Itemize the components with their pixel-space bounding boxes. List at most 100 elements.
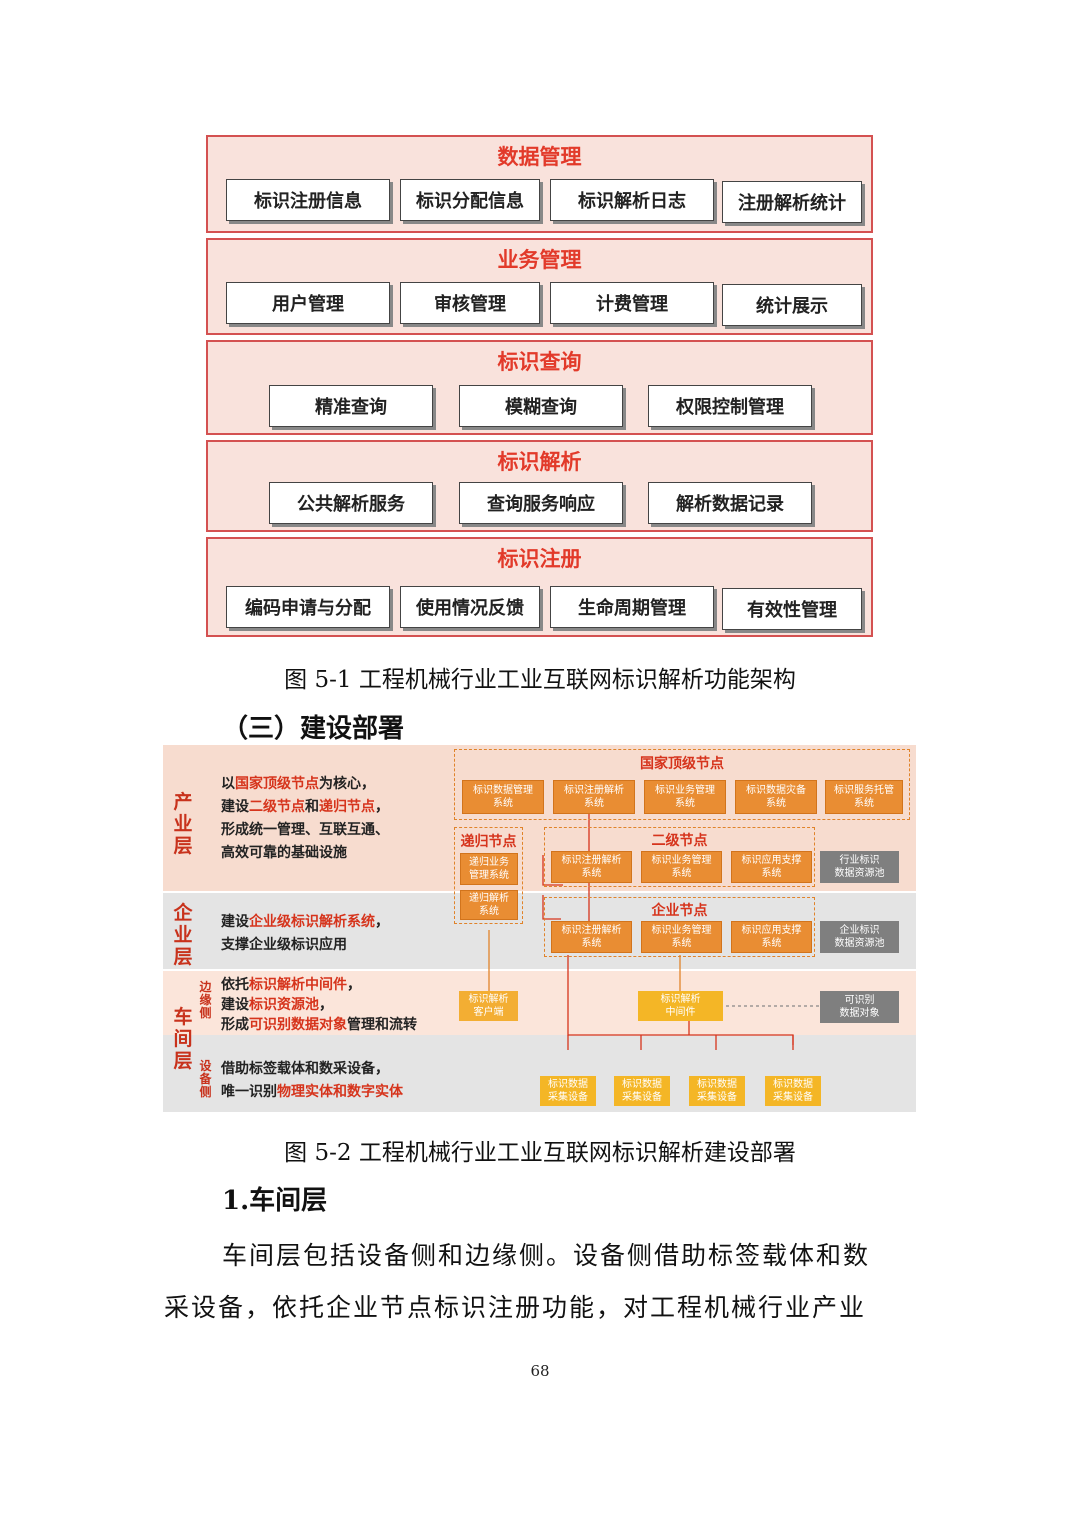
description-line: 高效可靠的基础设施 bbox=[221, 842, 389, 865]
function-box: 用户管理 bbox=[226, 282, 390, 324]
description-line: 以国家顶级节点为核心， bbox=[221, 773, 389, 796]
function-box: 使用情况反馈 bbox=[400, 586, 540, 628]
description-text: 支撑企业级标识应用 bbox=[221, 937, 347, 953]
description-text: 建设 bbox=[221, 914, 249, 930]
data-collection-device: 标识数据采集设备 bbox=[689, 1076, 745, 1106]
description-line: 形成统一管理、互联互通、 bbox=[221, 819, 389, 842]
band-title: 标识注册 bbox=[497, 547, 582, 571]
node-title: 国家顶级节点 bbox=[640, 756, 724, 772]
function-box: 标识解析日志 bbox=[550, 179, 714, 221]
band-title: 标识查询 bbox=[497, 350, 582, 374]
description-text: ， bbox=[347, 977, 361, 993]
node-title: 递归节点 bbox=[460, 834, 517, 850]
node-title: 企业节点 bbox=[651, 903, 708, 919]
page-number: 68 bbox=[530, 1362, 550, 1380]
function-box: 查询服务响应 bbox=[459, 482, 623, 524]
description-text: 依托 bbox=[221, 977, 249, 993]
edge-description: 依托标识解析中间件，建设标识资源池，形成可识别数据对象管理和流转 bbox=[221, 975, 417, 1035]
system-box: 标识应用支撑系统 bbox=[731, 921, 812, 953]
node-title: 二级节点 bbox=[651, 833, 708, 849]
highlight-text: 国家顶级节点 bbox=[235, 776, 319, 792]
system-box: 标识应用支撑系统 bbox=[731, 851, 812, 883]
resolution-client: 标识解析客户端 bbox=[459, 991, 518, 1021]
band-identifier-query: 标识查询 精准查询 模糊查询 权限控制管理 bbox=[206, 340, 873, 435]
description-text: ， bbox=[375, 799, 389, 815]
paragraph-line: 车间层包括设备侧和边缘侧。设备侧借助标签载体和数 bbox=[222, 1241, 871, 1270]
description-text: 管理和流转 bbox=[347, 1017, 417, 1033]
recursive-node: 递归节点 递归业务管理系统 递归解析系统 bbox=[454, 827, 523, 924]
layer-label-edge: 边缘侧 bbox=[199, 981, 212, 1020]
subsection-heading: 1.车间层 bbox=[222, 1186, 328, 1216]
deployment-figure: 产业层 企业层 车间层 边缘侧 设备侧 以国家顶级节点为核心，建设二级节点和递归… bbox=[163, 745, 916, 1112]
edge-zone bbox=[163, 969, 916, 1035]
description-text: 为核心， bbox=[319, 776, 375, 792]
label-text: 产业层 bbox=[173, 791, 193, 857]
label-text: 边缘侧 bbox=[199, 980, 212, 1020]
band-identifier-registration: 标识注册 编码申请与分配 使用情况反馈 生命周期管理 有效性管理 bbox=[206, 537, 873, 637]
description-line: 建设企业级标识解析系统， bbox=[221, 911, 389, 934]
band-title: 业务管理 bbox=[497, 248, 582, 272]
system-box: 标识注册解析系统 bbox=[553, 780, 635, 814]
description-text: 高效可靠的基础设施 bbox=[221, 845, 347, 861]
secondary-node: 二级节点 标识注册解析系统 标识业务管理系统 标识应用支撑系统 bbox=[544, 827, 815, 887]
figure-caption: 图 5-2 工程机械行业工业互联网标识解析建设部署 bbox=[284, 1140, 796, 1166]
industry-description: 以国家顶级节点为核心，建设二级节点和递归节点，形成统一管理、互联互通、高效可靠的… bbox=[221, 773, 389, 865]
function-box: 标识注册信息 bbox=[226, 179, 390, 221]
system-box: 标识注册解析系统 bbox=[551, 921, 632, 953]
layer-label-enterprise: 企业层 bbox=[172, 902, 194, 968]
function-box: 解析数据记录 bbox=[648, 482, 812, 524]
enterprise-description: 建设企业级标识解析系统， 支撑企业级标识应用 bbox=[221, 911, 389, 957]
system-box: 标识服务托管系统 bbox=[825, 780, 903, 814]
highlight-text: 递归节点 bbox=[319, 799, 375, 815]
national-top-node: 国家顶级节点 标识数据管理系统 标识注册解析系统 标识业务管理系统 标识数据灾备… bbox=[454, 749, 910, 820]
identifiable-data-object: 可识别数据对象 bbox=[820, 991, 899, 1023]
highlight-text: 物理实体和数字实体 bbox=[277, 1084, 403, 1100]
data-collection-device: 标识数据采集设备 bbox=[540, 1076, 596, 1106]
system-box: 标识业务管理系统 bbox=[641, 921, 722, 953]
industry-data-pool: 行业标识数据资源池 bbox=[820, 851, 899, 883]
description-text: 建设 bbox=[221, 997, 249, 1013]
highlight-text: 企业级标识解析系统 bbox=[249, 914, 375, 930]
function-box: 有效性管理 bbox=[722, 588, 862, 630]
layer-label-workshop: 车间层 bbox=[172, 1006, 194, 1072]
description-line: 建设二级节点和递归节点， bbox=[221, 796, 389, 819]
function-box: 模糊查询 bbox=[459, 385, 623, 427]
description-line: 建设标识资源池， bbox=[221, 995, 417, 1015]
highlight-text: 可识别数据对象 bbox=[249, 1017, 347, 1033]
function-box: 公共解析服务 bbox=[269, 482, 433, 524]
divider bbox=[163, 891, 916, 893]
description-text: 借助标签载体和数采设备， bbox=[221, 1061, 389, 1077]
function-box: 编码申请与分配 bbox=[226, 586, 390, 628]
description-text: 和 bbox=[305, 799, 319, 815]
description-text: ， bbox=[319, 997, 333, 1013]
band-data-management: 数据管理 标识注册信息 标识分配信息 标识解析日志 注册解析统计 bbox=[206, 135, 873, 233]
function-box: 计费管理 bbox=[550, 282, 714, 324]
system-box: 标识数据管理系统 bbox=[462, 780, 544, 814]
data-collection-device: 标识数据采集设备 bbox=[765, 1076, 821, 1106]
description-text: 形成 bbox=[221, 1017, 249, 1033]
label-text: 车间层 bbox=[173, 1006, 193, 1072]
enterprise-data-pool: 企业标识数据资源池 bbox=[820, 921, 899, 953]
band-business-management: 业务管理 用户管理 审核管理 计费管理 统计展示 bbox=[206, 238, 873, 335]
description-text: ， bbox=[375, 914, 389, 930]
description-line: 依托标识解析中间件， bbox=[221, 975, 417, 995]
function-architecture-figure: 数据管理 标识注册信息 标识分配信息 标识解析日志 注册解析统计 业务管理 用户… bbox=[206, 135, 873, 637]
divider bbox=[163, 969, 916, 971]
description-line: 唯一识别物理实体和数字实体 bbox=[221, 1081, 403, 1104]
function-box: 标识分配信息 bbox=[400, 179, 540, 221]
description-text: 唯一识别 bbox=[221, 1084, 277, 1100]
device-description: 借助标签载体和数采设备， 唯一识别物理实体和数字实体 bbox=[221, 1058, 403, 1104]
connector bbox=[542, 895, 561, 920]
layer-label-device: 设备侧 bbox=[199, 1060, 212, 1099]
highlight-text: 标识资源池 bbox=[249, 997, 319, 1013]
label-text: 企业层 bbox=[173, 902, 193, 968]
enterprise-node: 企业节点 标识注册解析系统 标识业务管理系统 标识应用支撑系统 bbox=[544, 897, 815, 957]
description-line: 借助标签载体和数采设备， bbox=[221, 1058, 403, 1081]
resolution-middleware: 标识解析中间件 bbox=[638, 991, 723, 1021]
band-title: 标识解析 bbox=[497, 450, 582, 474]
system-box: 标识业务管理系统 bbox=[644, 780, 726, 814]
system-box: 递归业务管理系统 bbox=[460, 853, 518, 885]
connector bbox=[542, 855, 563, 886]
system-box: 递归解析系统 bbox=[460, 890, 518, 920]
data-collection-device: 标识数据采集设备 bbox=[614, 1076, 670, 1106]
